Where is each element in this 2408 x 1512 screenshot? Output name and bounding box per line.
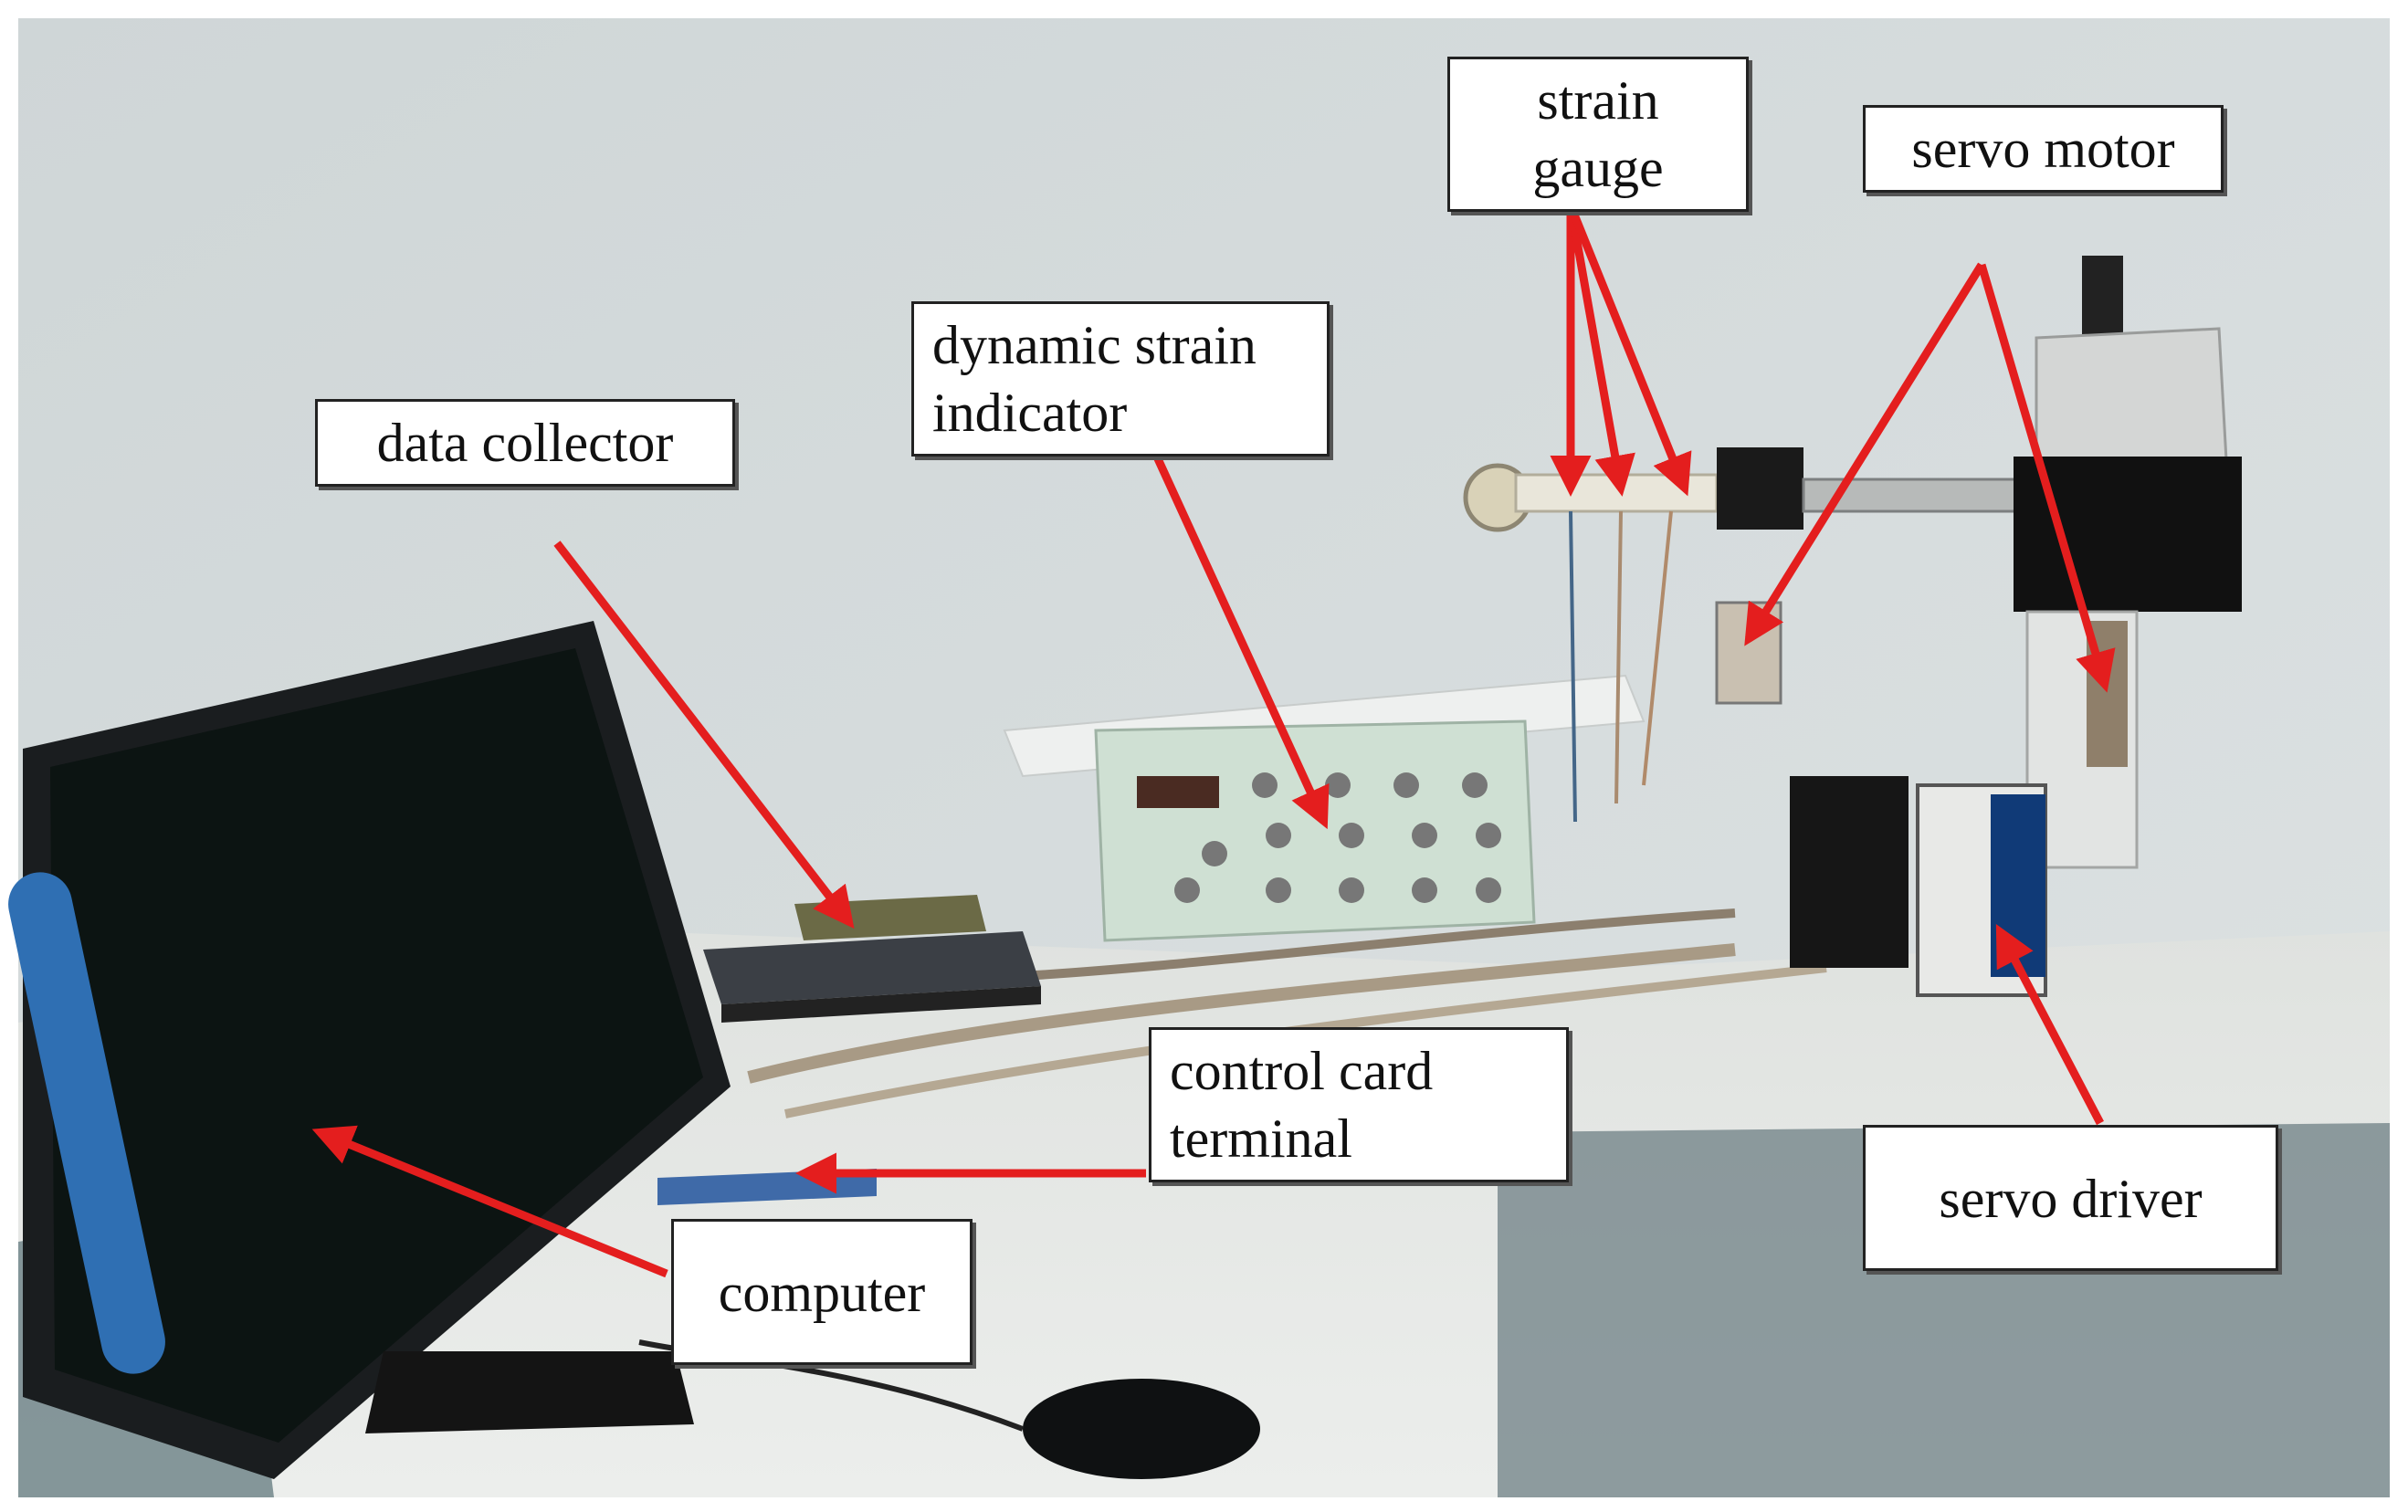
dynamic-strain-indicator-device — [1094, 719, 1536, 942]
label-control-card-terminal: control card terminal — [1149, 1027, 1569, 1182]
arrow-strain-gauge-3 — [1566, 204, 1692, 497]
data-collector-device — [703, 895, 1041, 1023]
label-servo-driver-text: servo driver — [1939, 1169, 2203, 1229]
label-strain-gauge: strain gauge — [1447, 57, 1749, 212]
cable-bundle — [747, 943, 1736, 1084]
annotation-arrows — [311, 204, 2116, 1278]
arrow-computer — [311, 1125, 668, 1278]
label-servo-driver: servo driver — [1863, 1125, 2278, 1271]
arrow-dynamic-strain-indicator — [1146, 441, 1330, 830]
arrow-data-collector — [553, 541, 855, 929]
label-computer: computer — [671, 1219, 973, 1365]
label-strain-gauge-line-2: gauge — [1532, 138, 1664, 198]
label-dynamic-strain-indicator: dynamic strain indicator — [911, 301, 1330, 457]
label-control-card-terminal-line-1: control card — [1170, 1041, 1434, 1101]
arrow-strain-gauge-2 — [1566, 205, 1635, 497]
cable-bundle — [1004, 908, 1736, 982]
test-frame — [1715, 256, 2242, 869]
arrow-servo-motor-2 — [1977, 263, 2116, 693]
computer-mouse — [1023, 1379, 1260, 1479]
label-servo-motor: servo motor — [1863, 105, 2224, 193]
label-strain-gauge-line-1: strain — [1537, 70, 1659, 131]
label-dynamic-strain-indicator-line-1: dynamic strain — [932, 315, 1257, 375]
servo-driver-device — [1790, 776, 2047, 997]
computer-monitor — [8, 621, 731, 1479]
label-dynamic-strain-indicator-line-2: indicator — [932, 383, 1128, 443]
label-data-collector: data collector — [315, 399, 735, 487]
label-data-collector-text: data collector — [376, 413, 674, 473]
arrow-servo-motor-1 — [1744, 262, 1985, 646]
label-computer-text: computer — [718, 1263, 926, 1323]
arrow-servo-driver — [1995, 924, 2104, 1126]
label-servo-motor-text: servo motor — [1911, 119, 2175, 179]
label-control-card-terminal-line-2: terminal — [1170, 1108, 1352, 1169]
